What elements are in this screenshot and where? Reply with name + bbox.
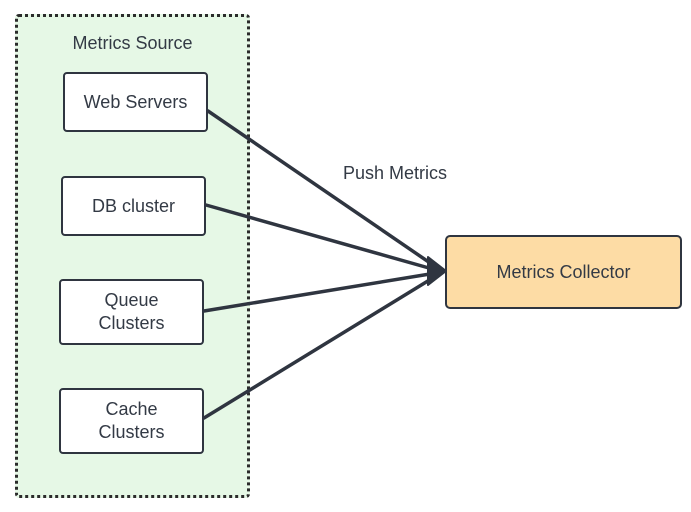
group-title: Metrics Source xyxy=(72,33,193,53)
edge-label-push-metrics: Push Metrics xyxy=(343,163,448,183)
node-queue-clusters[interactable]: Queue Clusters xyxy=(59,279,204,345)
node-metrics-collector[interactable]: Metrics Collector xyxy=(445,235,682,309)
arrowhead-icon xyxy=(427,256,447,286)
node-web-servers[interactable]: Web Servers xyxy=(63,72,208,132)
node-db-cluster[interactable]: DB cluster xyxy=(61,176,206,236)
node-cache-clusters[interactable]: Cache Clusters xyxy=(59,388,204,454)
